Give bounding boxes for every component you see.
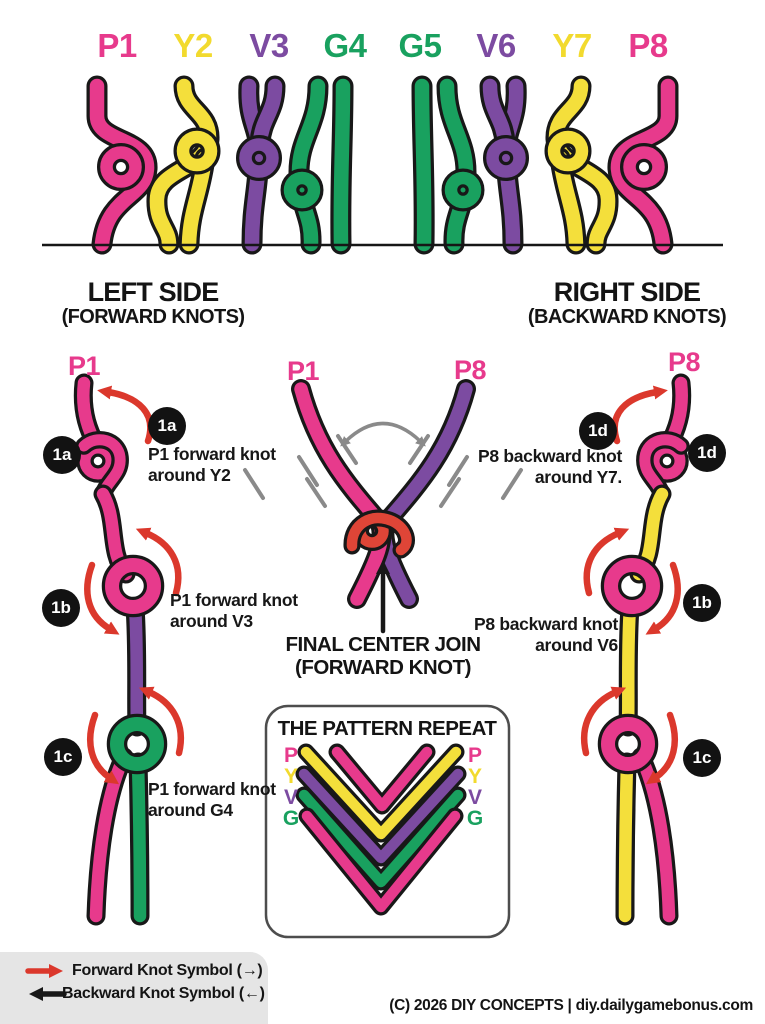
chevron-green <box>298 789 464 888</box>
red-arrow <box>583 527 630 597</box>
legend-backward-label: Backward Knot Symbol (←) <box>62 985 265 1002</box>
knot-1c-right <box>601 717 655 771</box>
red-arrow <box>135 527 182 597</box>
braid-illustration <box>42 86 723 245</box>
badge-1c: 1c <box>44 738 82 776</box>
knot-1c <box>110 717 164 771</box>
right-side-title: RIGHT SIDE <box>553 277 701 307</box>
right-side-subtitle: (BACKWARD KNOTS) <box>527 306 727 328</box>
caption-step-1b-right: P8 backward knot around V6 <box>473 614 618 655</box>
strand-label-p1: P1 <box>97 27 137 64</box>
pattern-letter-y-left: Y <box>283 765 299 788</box>
left-column-strand-label: P1 <box>67 351 101 381</box>
red-arrow <box>645 711 679 785</box>
strand-label-y2: Y2 <box>173 27 213 64</box>
chevron-purple <box>298 768 464 864</box>
knot-1b-right <box>604 558 660 614</box>
chevron-pink-2 <box>301 810 461 913</box>
center-left-strand-label: P1 <box>286 356 320 386</box>
pattern-letter-p-left: P <box>283 744 299 767</box>
strand-label-g4: G4 <box>323 27 367 64</box>
pattern-letter-y-right: Y <box>467 765 483 788</box>
caption-step-1d: P8 backward knot around Y7. <box>477 446 622 487</box>
badge-1d: 1d <box>579 412 617 450</box>
strand-label-y7: Y7 <box>552 27 592 64</box>
legend-panel <box>0 952 268 1024</box>
pattern-box-title: THE PATTERN REPEAT <box>277 717 497 740</box>
strand-label-g5: G5 <box>398 27 442 64</box>
badge-1b: 1b <box>42 589 80 627</box>
chevron-pink-1 <box>331 746 433 812</box>
swing-arc-arrow <box>340 421 426 447</box>
red-arrow <box>138 686 184 757</box>
pattern-letter-g-left: G <box>282 807 300 830</box>
left-side-title: LEFT SIDE <box>87 277 220 307</box>
badge-1a: 1a <box>43 436 81 474</box>
left-strand-steps <box>73 373 184 926</box>
center-right-strand-label: P8 <box>453 355 487 385</box>
red-arrow <box>611 385 668 445</box>
knot-1b <box>105 558 161 614</box>
copyright-footer: (C) 2026 DIY CONCEPTS | diy.dailygamebon… <box>389 997 753 1014</box>
red-arrow <box>581 686 627 757</box>
pattern-repeat-box <box>264 704 511 939</box>
center-join-caption-line1: FINAL CENTER JOIN <box>285 633 482 656</box>
pattern-letter-v-right: V <box>467 786 483 809</box>
chevron-yellow <box>300 746 462 840</box>
red-arrow <box>645 561 681 635</box>
pattern-letter-v-left: V <box>283 786 299 809</box>
right-column-strand-label: P8 <box>667 347 701 377</box>
strand-label-p8: P8 <box>628 27 668 64</box>
final-center-join <box>243 379 523 634</box>
motion-slashes <box>243 434 523 508</box>
caption-step-1c: P1 forward knot around G4 <box>148 779 276 820</box>
badge-1c-right: 1c <box>683 739 721 777</box>
pattern-letter-p-right: P <box>467 744 483 767</box>
right-strand-steps <box>581 373 692 926</box>
strand-label-v3: V3 <box>249 27 289 64</box>
red-arrow <box>84 561 120 635</box>
caption-step-1a: P1 forward knot around Y2 <box>148 444 276 485</box>
badge-1d: 1d <box>688 434 726 472</box>
left-side-subtitle: (FORWARD KNOTS) <box>61 306 245 328</box>
strand-label-v6: V6 <box>476 27 516 64</box>
legend-forward-label: Forward Knot Symbol (→) <box>72 962 263 979</box>
red-arrow <box>97 385 154 445</box>
badge-1a: 1a <box>148 407 186 445</box>
center-join-caption-line2: (FORWARD KNOT) <box>295 656 471 679</box>
pattern-letter-g-right: G <box>466 807 484 830</box>
caption-step-1b: P1 forward knot around V3 <box>170 590 298 631</box>
badge-1b-right: 1b <box>683 584 721 622</box>
red-arrow <box>86 711 120 785</box>
